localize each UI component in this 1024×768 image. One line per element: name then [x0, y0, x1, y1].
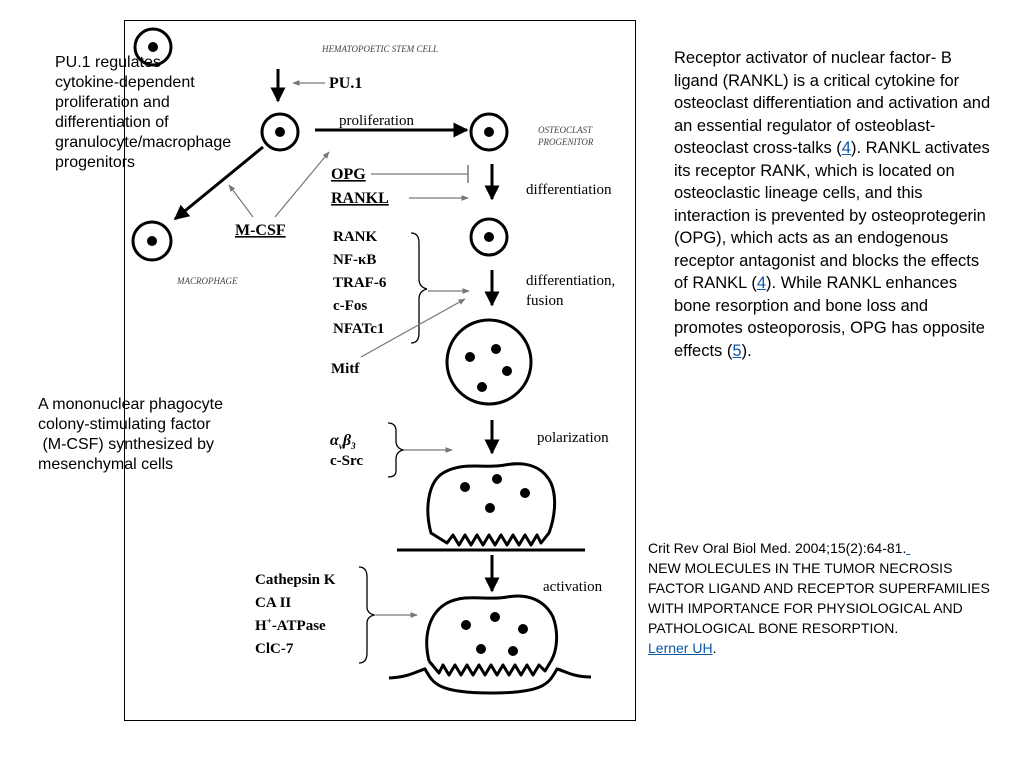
description-text-3: ). While RANKL enhances bone resorption … [674, 274, 985, 360]
citation-journal-link[interactable] [906, 540, 910, 556]
macrophage-label: MACROPHAGE [176, 276, 238, 286]
integrin-label: αvβ3 [330, 432, 356, 451]
clc7-label: ClC-7 [255, 641, 294, 657]
osteoclast-progenitor-cell [469, 112, 509, 152]
stem-cell-label: HEMATOPOETIC STEM CELL [321, 44, 438, 54]
citation-end: . [712, 640, 717, 656]
opg-label: OPG [331, 166, 366, 183]
citation: Crit Rev Oral Biol Med. 2004;15(2):64-81… [648, 538, 1008, 658]
description-text-1: Receptor activator of nuclear factor- B … [674, 49, 991, 157]
rankl-label: RANKL [331, 190, 389, 207]
cathepsin-label: Cathepsin K [255, 572, 336, 588]
macrophage-cell [131, 220, 173, 262]
reference-link-5[interactable]: 5 [732, 341, 742, 360]
mcsf-label: M-CSF [235, 222, 286, 239]
stem-cell [133, 27, 173, 67]
pathway-diagram: HEMATOPOETIC STEM CELL PU.1 proliferatio… [131, 27, 615, 695]
csrc-label: c-Src [330, 453, 363, 469]
osteoclast-differentiation-figure: HEMATOPOETIC STEM CELL PU.1 proliferatio… [124, 20, 636, 721]
traf6-label: TRAF-6 [333, 275, 387, 291]
activated-osteoclast [425, 594, 559, 677]
citation-title: NEW MOLECULES IN THE TUMOR NECROSIS FACT… [648, 560, 990, 636]
mcsf-to-progenitor-arrow [274, 151, 330, 218]
polarized-osteoclast [426, 462, 557, 547]
mcsf-annotation: A mononuclear phagocyte colony-stimulati… [38, 396, 224, 473]
activation-brace [358, 566, 377, 664]
h-atpase-label: H+-ATPase [255, 616, 326, 634]
progenitor-label-line1: OSTEOCLAST [538, 125, 593, 135]
mcsf-to-macrophage-arrow [228, 184, 254, 218]
mitf-arrow [360, 298, 466, 358]
mononuclear-osteoclast-cell [469, 217, 509, 257]
ca2-label: CA II [255, 595, 291, 611]
proliferation-label: proliferation [339, 113, 414, 129]
progenitor-cell [260, 112, 300, 152]
polarization-label: polarization [537, 430, 609, 446]
differentiation-label: differentiation [526, 182, 612, 198]
differentiation-fusion-label-line1: differentiation, [526, 273, 615, 289]
resorption-lacuna-line [388, 667, 592, 695]
polarization-brace [387, 422, 406, 478]
pu1-label: PU.1 [329, 75, 362, 92]
rank-pathway-brace [410, 232, 428, 344]
nfatc1-label: NFATc1 [333, 321, 384, 337]
citation-author-link[interactable]: Lerner UH [648, 640, 713, 656]
differentiation-fusion-label-line2: fusion [526, 293, 564, 309]
progenitor-label-line2: PROGENITOR [537, 137, 594, 147]
multinucleated-osteoclast [445, 318, 533, 406]
reference-link-4a[interactable]: 4 [841, 139, 851, 157]
activation-label: activation [543, 579, 603, 595]
citation-journal: Crit Rev Oral Biol Med. 2004;15(2):64-81… [648, 540, 907, 556]
description-text-2: ). RANKL activates its receptor RANK, wh… [674, 139, 990, 292]
progenitor-to-macrophage-arrow [173, 145, 264, 221]
nfkb-label: NF-κB [333, 252, 376, 268]
cfos-label: c-Fos [333, 298, 367, 314]
reference-link-4b[interactable]: 4 [756, 274, 767, 292]
rankl-description: Receptor activator of nuclear factor- B … [674, 47, 994, 362]
rank-label: RANK [333, 229, 377, 245]
pu1-annotation: PU.1 regulates cytokine-dependent prolif… [55, 54, 232, 171]
description-text-4: ). [741, 341, 752, 360]
mitf-label: Mitf [331, 361, 360, 377]
